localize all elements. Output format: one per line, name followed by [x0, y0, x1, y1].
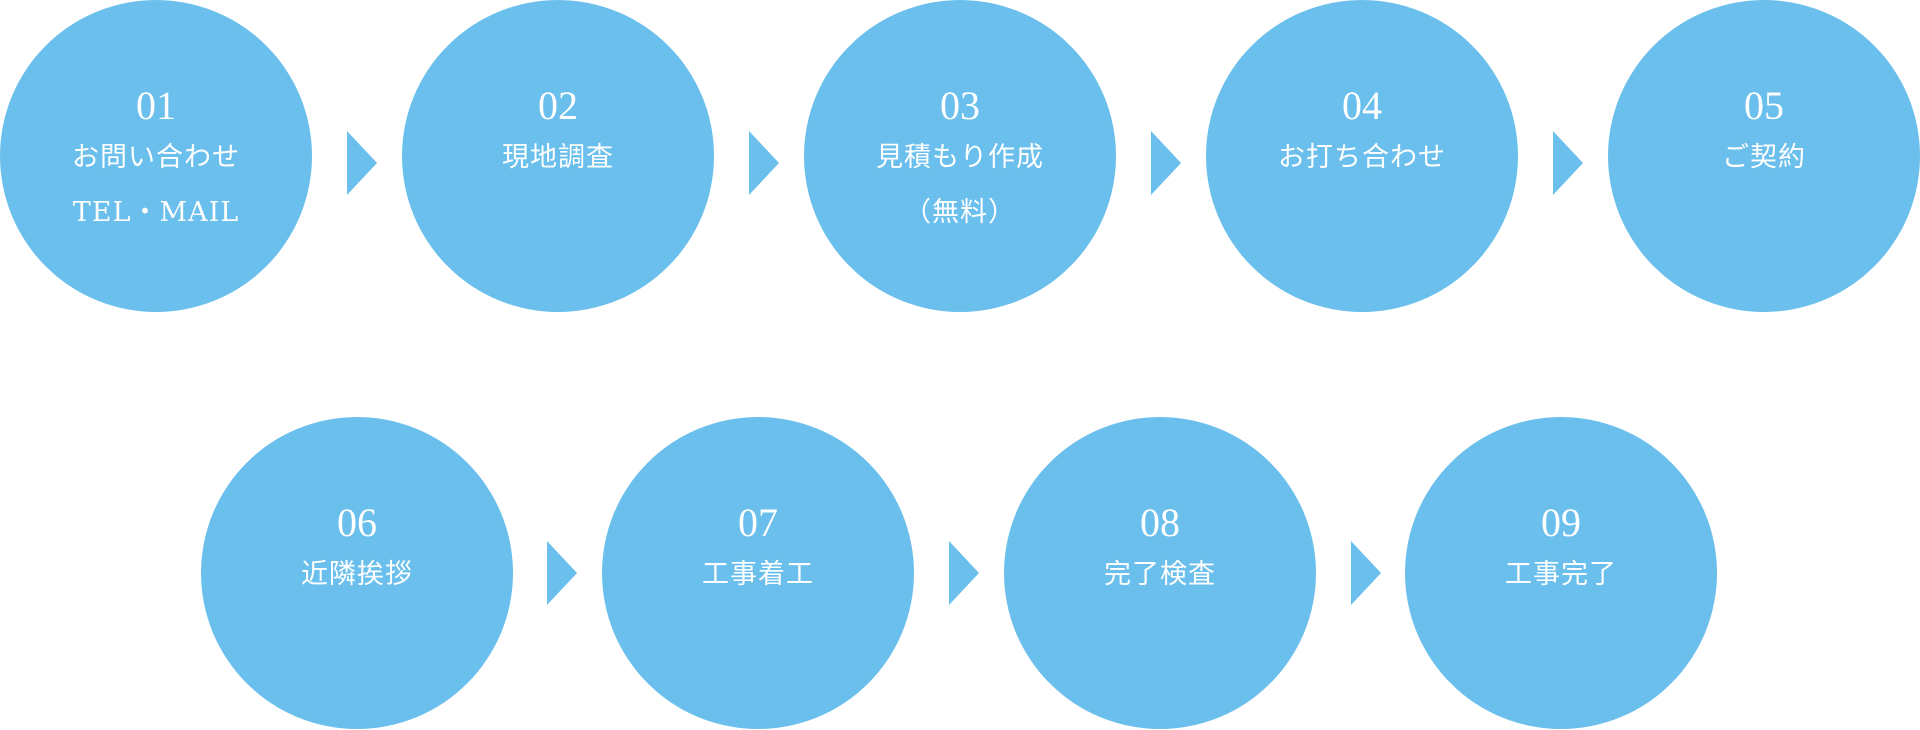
arrow-right-icon	[749, 131, 779, 195]
step-08: 08 完了検査	[1004, 417, 1316, 729]
step-label: 工事着工	[702, 559, 814, 590]
step-number: 04	[1342, 83, 1382, 128]
step-number: 03	[940, 83, 980, 128]
arrow-right-icon	[1553, 131, 1583, 195]
step-07: 07 工事着工	[602, 417, 914, 729]
step-sublabel: （無料）	[904, 197, 1016, 228]
step-02: 02 現地調査	[402, 0, 714, 312]
arrow-right-icon	[1151, 131, 1181, 195]
step-number: 07	[738, 500, 778, 545]
step-label: 現地調査	[502, 142, 614, 173]
step-number: 09	[1541, 500, 1581, 545]
step-label: 見積もり作成	[876, 142, 1044, 173]
step-03: 03 見積もり作成 （無料）	[804, 0, 1116, 312]
step-label: お打ち合わせ	[1278, 142, 1446, 173]
step-09: 09 工事完了	[1405, 417, 1717, 729]
step-06: 06 近隣挨拶	[201, 417, 513, 729]
step-number: 01	[136, 83, 176, 128]
step-05: 05 ご契約	[1608, 0, 1920, 312]
step-04: 04 お打ち合わせ	[1206, 0, 1518, 312]
step-number: 06	[337, 500, 377, 545]
step-number: 05	[1744, 83, 1784, 128]
arrow-right-icon	[547, 541, 577, 605]
step-sublabel: TEL・MAIL	[72, 197, 240, 228]
step-label: 近隣挨拶	[301, 559, 413, 590]
step-label: お問い合わせ	[72, 142, 240, 173]
arrow-right-icon	[347, 131, 377, 195]
step-label: 完了検査	[1104, 559, 1216, 590]
arrow-right-icon	[949, 541, 979, 605]
step-01: 01 お問い合わせ TEL・MAIL	[0, 0, 312, 312]
step-number: 08	[1140, 500, 1180, 545]
step-label: ご契約	[1722, 142, 1806, 173]
step-number: 02	[538, 83, 578, 128]
step-label: 工事完了	[1505, 559, 1617, 590]
arrow-right-icon	[1351, 541, 1381, 605]
